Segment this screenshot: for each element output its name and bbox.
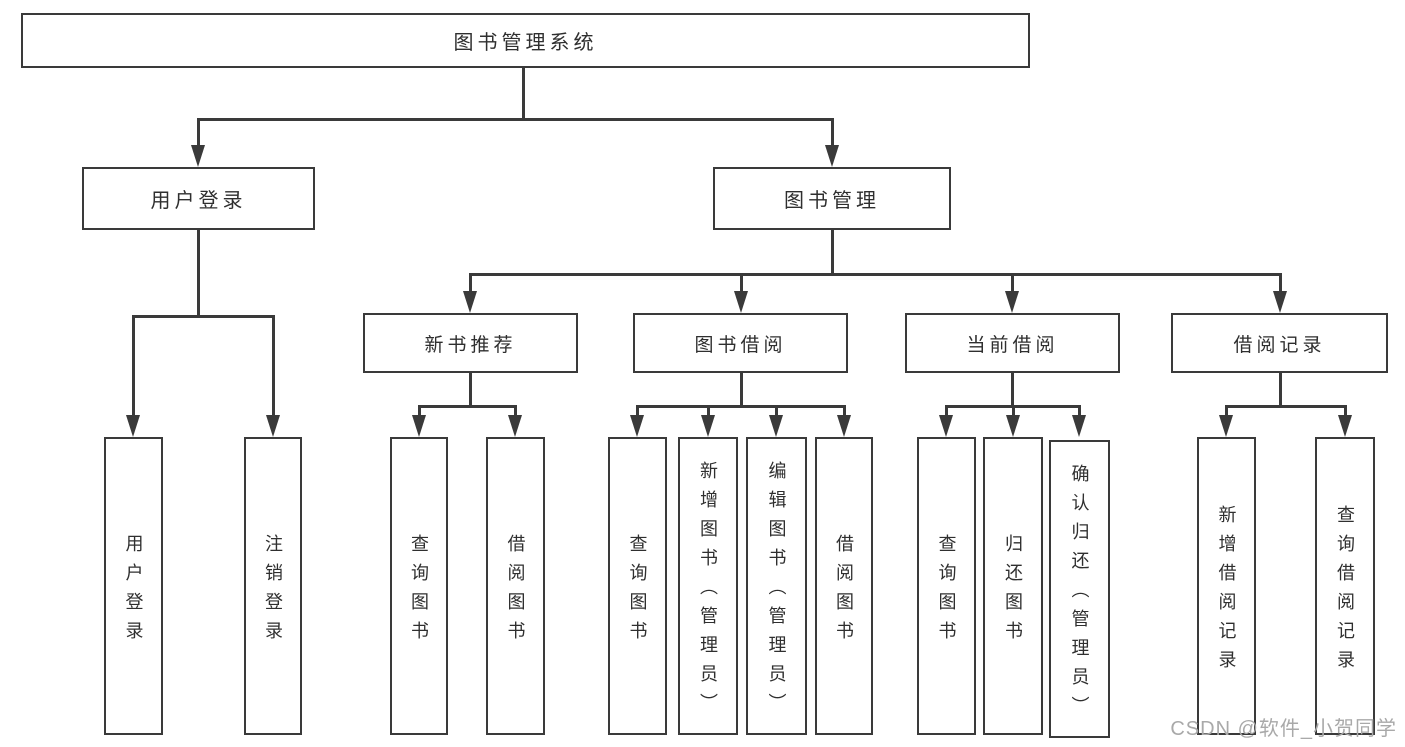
arrow-down-icon: [1273, 291, 1287, 313]
arrow-down-icon: [508, 415, 522, 437]
arrow-down-icon: [1005, 291, 1019, 313]
arrow-down-icon: [825, 145, 839, 167]
arrow-down-icon: [463, 291, 477, 313]
leaf-br-query-record: 查询借阅记录: [1315, 437, 1375, 735]
leaf-cb-confirm-return-admin: 确认归还（管理员）: [1049, 440, 1110, 738]
leaf-cb-confirm-return-admin-label: 确认归还（管理员）: [1069, 464, 1090, 725]
arrow-down-icon: [191, 145, 205, 167]
node-user-login-label: 用户登录: [150, 190, 247, 212]
node-root-label: 图书管理系统: [453, 32, 598, 54]
node-borrowing-records-label: 借阅记录: [1233, 334, 1326, 356]
arrow-down-icon: [1072, 415, 1086, 437]
node-borrowing-records: 借阅记录: [1171, 313, 1388, 373]
connector-line: [197, 230, 200, 315]
arrow-down-icon: [769, 415, 783, 437]
leaf-bb-borrow-books: 借阅图书: [815, 437, 873, 735]
node-book-management: 图书管理: [713, 167, 951, 230]
connector-line: [469, 373, 472, 405]
connector-line: [1011, 373, 1014, 405]
csdn-watermark: CSDN @软件_小贺同学: [1170, 718, 1397, 740]
arrow-down-icon: [1006, 415, 1020, 437]
connector-line: [197, 118, 200, 150]
leaf-cb-return-books-label: 归还图书: [1003, 533, 1023, 650]
leaf-ns-query-books-label: 查询图书: [409, 533, 429, 650]
arrow-down-icon: [630, 415, 644, 437]
connector-line: [469, 273, 472, 295]
leaf-bb-query-books-label: 查询图书: [627, 533, 648, 650]
connector-line: [1279, 373, 1282, 405]
connector-line: [418, 405, 516, 408]
arrow-down-icon: [734, 291, 748, 313]
arrow-down-icon: [266, 415, 280, 437]
node-current-borrowing-label: 当前借阅: [966, 334, 1059, 356]
connector-line: [1011, 273, 1014, 295]
leaf-cb-query-books: 查询图书: [917, 437, 976, 735]
leaf-bb-add-books-admin: 新增图书（管理员）: [678, 437, 738, 735]
leaf-ns-borrow-books-label: 借阅图书: [505, 533, 526, 650]
arrow-down-icon: [1338, 415, 1352, 437]
leaf-br-query-record-label: 查询借阅记录: [1335, 504, 1355, 679]
leaf-bb-edit-books-admin: 编辑图书（管理员）: [746, 437, 807, 735]
node-user-login: 用户登录: [82, 167, 315, 230]
leaf-logout-label: 注销登录: [263, 533, 283, 650]
connector-line: [831, 230, 834, 273]
arrow-down-icon: [1219, 415, 1233, 437]
node-book-management-label: 图书管理: [784, 190, 880, 212]
arrow-down-icon: [837, 415, 851, 437]
connector-line: [1279, 273, 1282, 295]
connector-line: [197, 118, 834, 121]
leaf-logout: 注销登录: [244, 437, 302, 735]
arrow-down-icon: [701, 415, 715, 437]
leaf-bb-edit-books-admin-label: 编辑图书（管理员）: [766, 461, 787, 722]
leaf-ns-borrow-books: 借阅图书: [486, 437, 545, 735]
connector-line: [522, 68, 525, 118]
leaf-user-login-label: 用户登录: [123, 533, 144, 650]
connector-line: [636, 405, 845, 408]
node-current-borrowing: 当前借阅: [905, 313, 1120, 373]
node-new-book-recommend: 新书推荐: [363, 313, 578, 373]
arrow-down-icon: [412, 415, 426, 437]
connector-line: [740, 373, 743, 405]
leaf-ns-query-books: 查询图书: [390, 437, 448, 735]
connector-line: [469, 273, 1282, 276]
leaf-br-add-record-label: 新增借阅记录: [1216, 504, 1237, 679]
leaf-user-login: 用户登录: [104, 437, 163, 735]
connector-line: [272, 315, 275, 428]
connector-line: [133, 315, 274, 318]
leaf-cb-return-books: 归还图书: [983, 437, 1043, 735]
leaf-bb-add-books-admin-label: 新增图书（管理员）: [698, 461, 718, 722]
leaf-bb-query-books: 查询图书: [608, 437, 667, 735]
leaf-bb-borrow-books-label: 借阅图书: [834, 533, 854, 650]
connector-line: [831, 118, 834, 150]
leaf-br-add-record: 新增借阅记录: [1197, 437, 1256, 735]
node-new-book-recommend-label: 新书推荐: [424, 334, 517, 356]
arrow-down-icon: [126, 415, 140, 437]
node-book-borrowing: 图书借阅: [633, 313, 848, 373]
node-root: 图书管理系统: [21, 13, 1030, 68]
connector-line: [1225, 405, 1345, 408]
connector-line: [132, 315, 135, 428]
leaf-cb-query-books-label: 查询图书: [936, 533, 957, 650]
node-book-borrowing-label: 图书借阅: [694, 334, 787, 356]
connector-line: [740, 273, 743, 295]
arrow-down-icon: [939, 415, 953, 437]
